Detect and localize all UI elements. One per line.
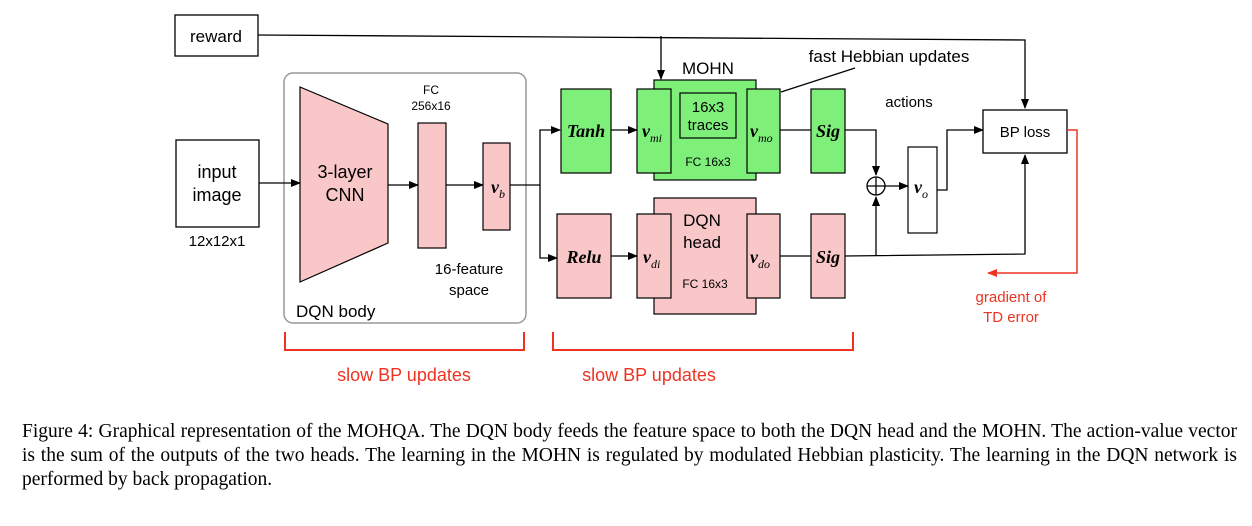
traces-box: [679, 92, 737, 139]
dqn-body-label: DQN body: [296, 302, 376, 321]
dqn-body-box: [283, 72, 527, 324]
input-image-label-2: image: [192, 185, 241, 205]
input-image-label-1: input: [197, 162, 236, 182]
vmo-box: [746, 88, 781, 174]
vdi-label: vdi: [643, 247, 660, 271]
vo-box: [907, 146, 938, 234]
vo-label: vo: [914, 177, 928, 201]
fast-hebbian-label: fast Hebbian updates: [809, 47, 970, 66]
tanh-label: Tanh: [567, 121, 605, 141]
reward-label: reward: [190, 27, 242, 46]
feature-space-label-1: 16-feature: [435, 261, 503, 278]
cnn-label-1: 3-layer: [317, 162, 372, 182]
sig-bottom-label: Sig: [816, 247, 840, 267]
gradient-label-2: TD error: [983, 309, 1039, 326]
mohqa-diagram: reward input image 12x12x1 DQN body 3-la…: [174, 14, 1078, 385]
cnn-trapezoid: [299, 86, 389, 283]
input-size-label: 12x12x1: [189, 233, 246, 250]
vb-box: [482, 142, 511, 231]
sig-top-box: [810, 88, 846, 174]
tanh-box: [560, 88, 612, 174]
vmo-label: vmo: [750, 121, 773, 145]
relu-box: [556, 213, 612, 299]
dqn-head-label-2: head: [683, 233, 721, 252]
slow-bp-bracket-2: [552, 332, 854, 351]
fc-layer-box: [417, 122, 447, 249]
vdo-label: vdo: [750, 247, 770, 271]
relu-label: Relu: [565, 247, 601, 267]
input-image-box: [175, 139, 260, 228]
actions-label: actions: [885, 94, 933, 111]
fc-label-2: 256x16: [411, 99, 451, 113]
bp-loss-label: BP loss: [1000, 124, 1051, 141]
vmi-box: [636, 88, 672, 174]
dqn-head-label-1: DQN: [683, 211, 721, 230]
feature-space-label-2: space: [449, 282, 489, 299]
sig-top-label: Sig: [816, 121, 840, 141]
gradient-label-1: gradient of: [976, 289, 1048, 306]
traces-label-1: 16x3: [692, 99, 725, 116]
sig-bottom-box: [810, 213, 846, 299]
cnn-label-2: CNN: [326, 185, 365, 205]
slow-bp-label-1: slow BP updates: [337, 365, 471, 385]
mohn-label: MOHN: [682, 59, 734, 78]
slow-bp-label-2: slow BP updates: [582, 365, 716, 385]
fc-label-1: FC: [423, 83, 439, 97]
dqn-head-fc-label: FC 16x3: [682, 277, 728, 291]
slow-bp-bracket-1: [284, 332, 525, 351]
traces-label-2: traces: [688, 117, 729, 134]
figure-caption: Figure 4: Graphical representation of th…: [22, 421, 1237, 490]
mohn-fc-label: FC 16x3: [685, 155, 731, 169]
reward-box: [174, 14, 259, 57]
vdo-box: [746, 213, 781, 299]
vmi-label: vmi: [642, 121, 662, 145]
vb-label: vb: [491, 177, 505, 201]
